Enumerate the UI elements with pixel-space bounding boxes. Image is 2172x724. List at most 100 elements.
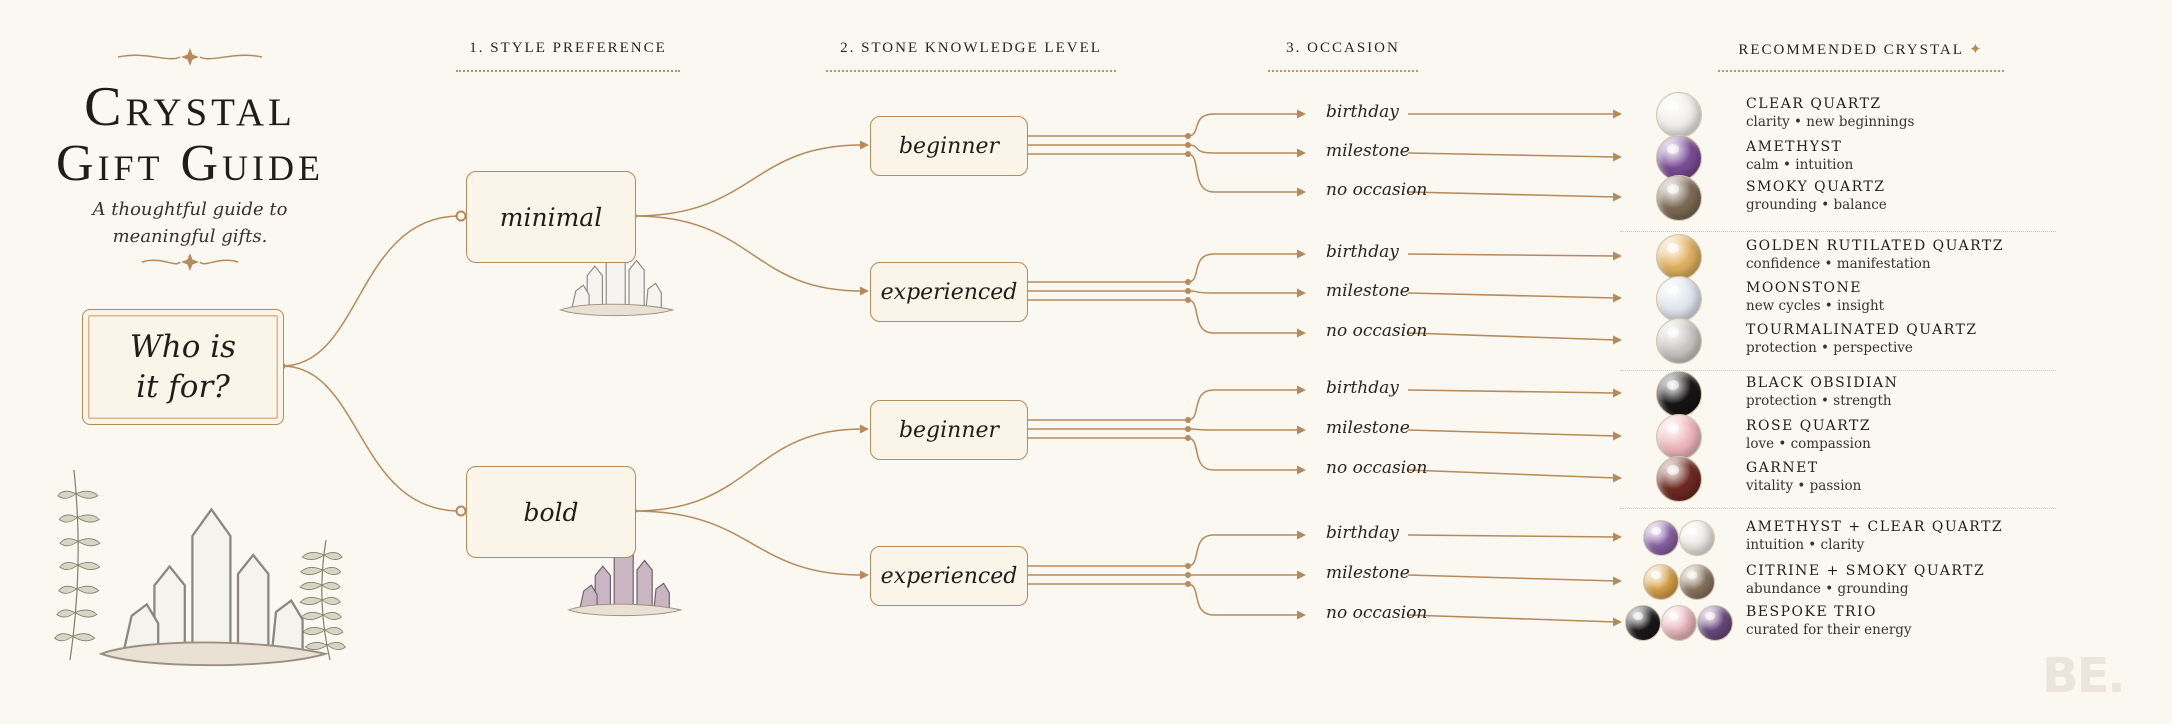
level-node-bold-experienced[interactable]: experienced xyxy=(870,546,1028,606)
recommendation-item[interactable]: Garnetvitality • passion xyxy=(1746,459,2006,495)
title-line-1: Crystal xyxy=(84,76,296,138)
crystal-sphere-icon xyxy=(1656,456,1702,502)
subtitle: A thoughtful guide to meaningful gifts. xyxy=(40,196,340,250)
crystal-name: Tourmalinated Quartz xyxy=(1746,322,1978,338)
crystal-name: Golden Rutilated Quartz xyxy=(1746,238,2005,254)
recommendation-item[interactable]: Golden Rutilated Quartz confidence • mani… xyxy=(1746,237,2006,273)
crystal-name: Clear Quartz xyxy=(1746,96,1882,112)
crystal-sphere-icon xyxy=(1656,414,1702,460)
branch-dot xyxy=(1185,279,1191,285)
crystal-properties: intuition • clarity xyxy=(1746,537,1865,553)
recommendation-item[interactable]: Tourmalinated Quartz protection • perspec… xyxy=(1746,321,2006,357)
occasion-to-crystal-connector xyxy=(1407,152,1617,158)
sparkle-ornament-icon xyxy=(181,253,199,271)
occasion-arrowhead xyxy=(1297,385,1306,395)
crystal-properties: protection • perspective xyxy=(1746,340,1913,356)
occasion-arrowhead xyxy=(1297,465,1306,475)
crystal-arrowhead xyxy=(1613,388,1622,398)
crystal-arrowhead xyxy=(1613,335,1622,345)
occasion-arrowhead xyxy=(1297,187,1306,197)
occasion-option[interactable]: milestone xyxy=(1326,563,1410,583)
occasion-branch-connector xyxy=(1187,113,1302,137)
occasion-option[interactable]: birthday xyxy=(1326,378,1399,398)
recommendation-item[interactable]: Clear Quartzclarity • new beginnings xyxy=(1746,95,2006,131)
level-node-minimal-experienced[interactable]: experienced xyxy=(870,262,1028,322)
occasion-branch-connector xyxy=(1187,253,1302,283)
occasion-option[interactable]: milestone xyxy=(1326,418,1410,438)
occasion-arrowhead xyxy=(1297,610,1306,620)
recommendation-item[interactable]: Smoky Quartzgrounding • balance xyxy=(1746,178,2006,214)
occasion-to-crystal-connector xyxy=(1407,469,1617,479)
recommendation-item[interactable]: Rose Quartzlove • compassion xyxy=(1746,417,2006,453)
occasion-option[interactable]: no occasion xyxy=(1326,458,1428,478)
group-divider xyxy=(1620,231,2056,232)
crystal-garden-illustration-icon xyxy=(98,507,330,667)
occasion-option[interactable]: no occasion xyxy=(1326,180,1428,200)
column-header-style: 1. Style Preference xyxy=(456,40,680,72)
crystal-arrowhead xyxy=(1613,576,1622,586)
crystal-properties: grounding • balance xyxy=(1746,197,1887,213)
crystal-properties: confidence • manifestation xyxy=(1746,256,1931,272)
recommendation-item[interactable]: Amethyst + Clear Quartzintuition • clari… xyxy=(1746,518,2006,554)
crystal-properties: curated for their energy xyxy=(1746,622,1912,638)
level-node-minimal-beginner[interactable]: beginner xyxy=(870,116,1028,176)
occasion-branch-connector xyxy=(1187,534,1302,567)
style-to-level-connector xyxy=(633,428,863,512)
style-to-level-connector xyxy=(633,144,863,217)
recommendation-item[interactable]: Amethystcalm • intuition xyxy=(1746,138,2006,174)
recommendation-item[interactable]: Black Obsidianprotection • strength xyxy=(1746,374,2006,410)
style-node-minimal[interactable]: minimal xyxy=(466,171,636,263)
crystal-name: Citrine + Smoky Quartz xyxy=(1746,563,1986,579)
occasion-option[interactable]: birthday xyxy=(1326,523,1399,543)
occasion-to-crystal-connector xyxy=(1407,614,1617,623)
crystal-name: Moonstone xyxy=(1746,280,1862,296)
branch-dot xyxy=(1185,151,1191,157)
crystal-properties: new cycles • insight xyxy=(1746,298,1885,314)
crystal-arrowhead xyxy=(1613,251,1622,261)
occasion-option[interactable]: no occasion xyxy=(1326,603,1428,623)
occasion-branch-connector xyxy=(1187,583,1302,616)
style-input-ring xyxy=(455,505,467,517)
occasion-to-crystal-connector xyxy=(1407,332,1617,341)
occasion-arrowhead xyxy=(1297,109,1306,119)
page-title: Crystal Gift Guide xyxy=(40,78,340,192)
occasion-to-crystal-connector xyxy=(1407,292,1617,299)
crystal-sphere-icon xyxy=(1656,234,1702,280)
crystal-sphere-icon xyxy=(1656,371,1702,417)
occasion-branch-connector xyxy=(1187,153,1302,193)
root-question-box[interactable]: Who is it for? xyxy=(82,309,284,425)
recommendation-item[interactable]: Bespoke Triocurated for their energy xyxy=(1746,603,2006,639)
fern-leaf-icon xyxy=(299,539,346,661)
crystal-name: Amethyst xyxy=(1746,139,1843,155)
crystal-sphere-icon xyxy=(1643,520,1679,556)
recommendation-item[interactable]: Moonstone new cycles • insight xyxy=(1746,279,2006,315)
crystal-arrowhead xyxy=(1613,431,1622,441)
branch-dot xyxy=(1185,435,1191,441)
occasion-arrowhead xyxy=(1297,570,1306,580)
branch-dot xyxy=(1185,288,1191,294)
occasion-option[interactable]: birthday xyxy=(1326,242,1399,262)
crystal-arrowhead xyxy=(1613,293,1622,303)
occasion-branch-connector xyxy=(1187,290,1302,294)
occasion-option[interactable]: no occasion xyxy=(1326,321,1428,341)
occasion-to-crystal-connector xyxy=(1407,389,1617,394)
branch-dot xyxy=(1185,563,1191,569)
occasion-to-crystal-connector xyxy=(1407,429,1617,437)
style-node-bold[interactable]: bold xyxy=(466,466,636,558)
occasion-branch-connector xyxy=(1187,437,1302,471)
occasion-option[interactable]: milestone xyxy=(1326,141,1410,161)
occasion-branch-connector xyxy=(1187,299,1302,334)
occasion-to-crystal-connector xyxy=(1407,574,1617,582)
crystal-properties: vitality • passion xyxy=(1746,478,1862,494)
sparkle-icon: ✦ xyxy=(1969,42,1984,58)
occasion-option[interactable]: birthday xyxy=(1326,102,1399,122)
occasion-option[interactable]: milestone xyxy=(1326,281,1410,301)
group-divider xyxy=(1620,508,2056,509)
occasion-arrowhead xyxy=(1297,288,1306,298)
occasion-arrowhead xyxy=(1297,328,1306,338)
recommendation-item[interactable]: Citrine + Smoky Quartzabundance • ground… xyxy=(1746,562,2006,598)
level-node-bold-beginner[interactable]: beginner xyxy=(870,400,1028,460)
column-header-recommended: Recommended Crystal ✦ xyxy=(1718,40,2004,72)
